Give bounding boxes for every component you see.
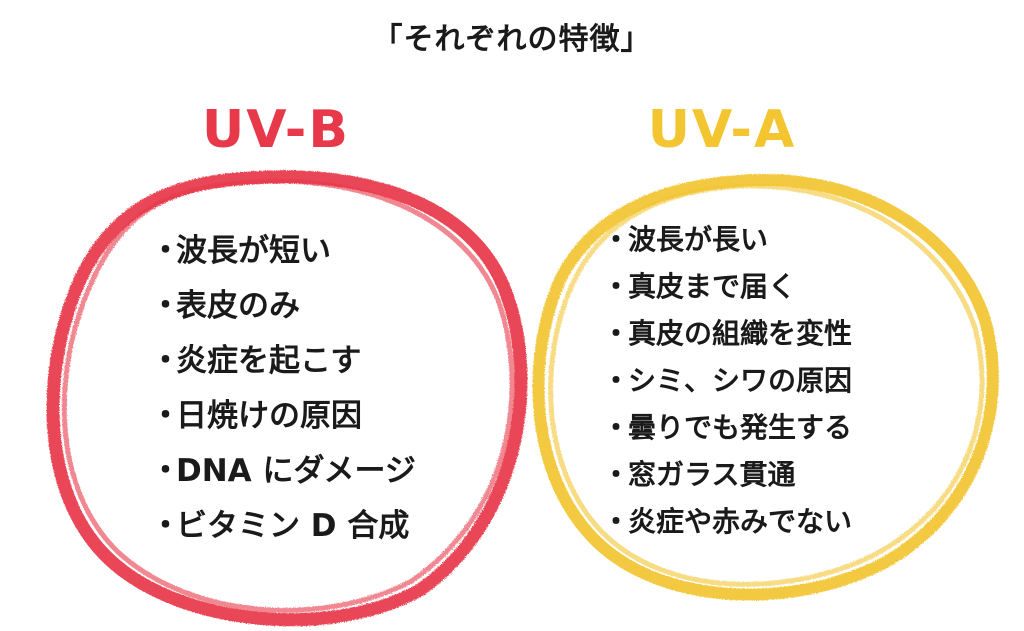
- list-item: ・炎症や赤みでない: [602, 496, 852, 543]
- bullet: ・: [602, 457, 631, 491]
- uva-item-text: シミ、シワの原因: [628, 363, 853, 397]
- list-item: ・シミ、シワの原因: [602, 355, 852, 402]
- uva-item-text: 曇りでも発生する: [628, 410, 853, 444]
- uva-item-text: 炎症や赤みでない: [628, 504, 853, 538]
- bullet: ・: [150, 398, 181, 434]
- bullet: ・: [150, 288, 181, 324]
- uvb-item-text: 日焼けの原因: [176, 398, 362, 434]
- list-item: ・真皮まで届く: [602, 261, 852, 308]
- uvb-circle: [46, 170, 528, 627]
- uva-feature-list: ・波長が長い ・真皮まで届く ・真皮の組織を変性 ・シミ、シワの原因 ・曇りでも…: [602, 214, 852, 543]
- uvb-item-text: ビタミン D 合成: [176, 508, 410, 544]
- uvb-heading: UV-B: [202, 100, 350, 160]
- uvb-circle-overdraw: [61, 178, 515, 613]
- list-item: ・窓ガラス貫通: [602, 449, 852, 496]
- list-item: ・真皮の組織を変性: [602, 308, 852, 355]
- bullet: ・: [150, 343, 181, 379]
- uvb-item-text: 波長が短い: [176, 233, 331, 269]
- uvb-item-text: 炎症を起こす: [176, 343, 362, 379]
- bullet: ・: [150, 453, 181, 489]
- uvb-item-text: DNA にダメージ: [176, 453, 416, 489]
- bullet: ・: [602, 410, 631, 444]
- bullet: ・: [602, 316, 631, 350]
- uvb-feature-list: ・波長が短い ・表皮のみ ・炎症を起こす ・日焼けの原因 ・DNA にダメージ …: [150, 220, 416, 550]
- uva-item-text: 窓ガラス貫通: [628, 457, 796, 491]
- list-item: ・表皮のみ: [150, 275, 416, 330]
- uva-circle: [532, 173, 999, 601]
- bullet: ・: [150, 233, 181, 269]
- bullet: ・: [602, 363, 631, 397]
- uva-item-text: 波長が長い: [628, 222, 769, 256]
- list-item: ・波長が長い: [602, 214, 852, 261]
- bullet: ・: [602, 222, 631, 256]
- bullet: ・: [150, 508, 181, 544]
- uvb-item-text: 表皮のみ: [176, 288, 300, 324]
- list-item: ・日焼けの原因: [150, 385, 416, 440]
- list-item: ・炎症を起こす: [150, 330, 416, 385]
- uva-item-text: 真皮まで届く: [628, 269, 797, 303]
- list-item: ・DNA にダメージ: [150, 440, 416, 495]
- uva-circle-overdraw: [548, 183, 985, 587]
- uva-heading: UV-A: [647, 100, 797, 160]
- bullet: ・: [602, 269, 631, 303]
- list-item: ・ビタミン D 合成: [150, 495, 416, 550]
- page-title: 「それぞれの特徴」: [372, 22, 652, 57]
- list-item: ・曇りでも発生する: [602, 402, 852, 449]
- bullet: ・: [602, 504, 631, 538]
- list-item: ・波長が短い: [150, 220, 416, 275]
- uva-item-text: 真皮の組織を変性: [628, 316, 853, 350]
